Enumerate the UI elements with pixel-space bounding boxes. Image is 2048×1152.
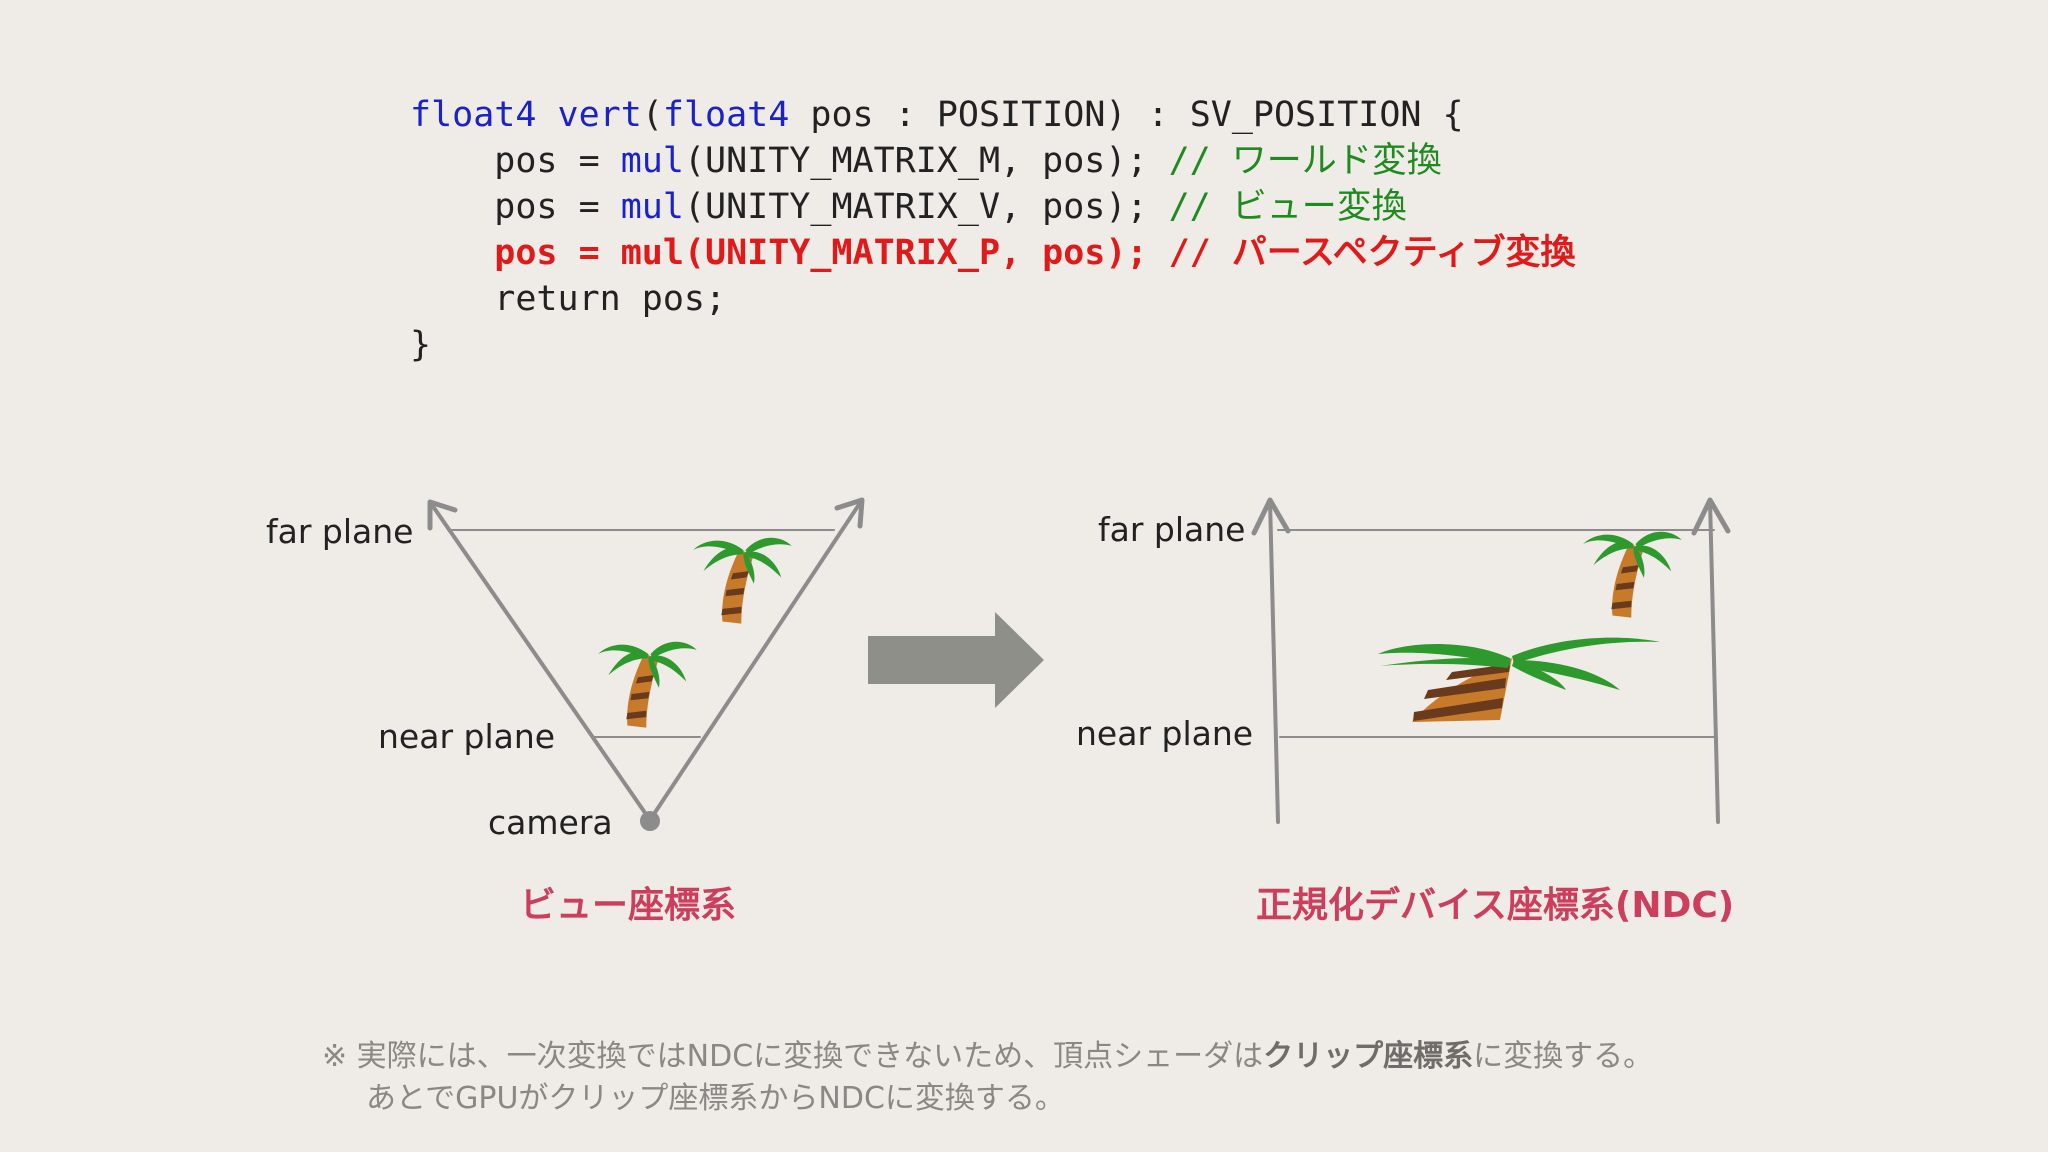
code-text: } (410, 325, 432, 365)
view-near-plane-label: near plane (378, 717, 556, 756)
code-text: pos : POSITION) : SV_POSITION { (789, 95, 1464, 135)
code-keyword: mul (620, 187, 684, 227)
code-text: (UNITY_MATRIX_V, pos); (683, 187, 1169, 227)
ndc-right-edge (1708, 498, 1720, 824)
ndc-right-arrowhead (1691, 497, 1731, 536)
footnote: ※ 実際には、一次変換ではNDCに変換できないため、頂点シェーダはクリップ座標系… (322, 1036, 1653, 1120)
ndc-palm-tree-near-icon (1378, 637, 1660, 722)
palm-tree-far-icon (693, 537, 792, 624)
code-keyword: vert (557, 95, 642, 135)
code-keyword: float4 (662, 95, 790, 135)
footnote-text-end: に変換する。 (1473, 1039, 1654, 1074)
code-keyword: mul (620, 141, 684, 181)
code-keyword: float4 (410, 95, 537, 135)
ndc-near-plane-label: near plane (1076, 714, 1254, 753)
footnote-line-1: ※ 実際には、一次変換ではNDCに変換できないため、頂点シェーダはクリップ座標系… (322, 1036, 1653, 1078)
code-line: float4 vert(float4 pos : POSITION) : SV_… (410, 92, 1576, 138)
code-text: pos = (410, 141, 621, 181)
code-block: float4 vert(float4 pos : POSITION) : SV_… (410, 92, 1576, 368)
view-far-plane-label: far plane (266, 512, 414, 551)
code-comment: // ビュー変換 (1168, 187, 1407, 227)
code-line: pos = mul(UNITY_MATRIX_V, pos); // ビュー変換 (410, 184, 1576, 230)
footnote-text: ※ 実際には、一次変換ではNDCに変換できないため、頂点シェーダは (322, 1039, 1264, 1074)
code-text: pos = mul(UNITY_MATRIX_P, pos); // パースペク… (410, 233, 1576, 273)
frustum-right-arrowhead (834, 497, 865, 529)
footnote-bold-text: クリップ座標系 (1263, 1039, 1474, 1074)
code-text: return pos; (410, 279, 727, 319)
footnote-line-2: あとでGPUがクリップ座標系からNDCに変換する。 (366, 1081, 1065, 1116)
code-line: return pos; (410, 276, 1576, 322)
ndc-left-arrowhead (1251, 497, 1291, 536)
ndc-palm-tree-far-icon (1583, 531, 1682, 618)
palm-tree-near-icon (598, 641, 697, 728)
code-comment: // ワールド変換 (1168, 141, 1442, 181)
camera-dot (640, 811, 660, 831)
view-frustum (427, 497, 865, 831)
ndc-far-plane-label: far plane (1098, 510, 1246, 549)
code-line-highlighted: pos = mul(UNITY_MATRIX_P, pos); // パースペク… (410, 230, 1576, 276)
code-text: (UNITY_MATRIX_M, pos); (683, 141, 1169, 181)
code-line: } (410, 322, 1576, 368)
view-coordinate-caption: ビュー座標系 (520, 885, 737, 926)
code-text: ( (641, 95, 663, 135)
code-text: pos = (410, 187, 621, 227)
ndc-box (1251, 497, 1731, 824)
transform-arrow-icon (868, 612, 1044, 708)
frustum-right-edge (648, 498, 864, 822)
code-line: pos = mul(UNITY_MATRIX_M, pos); // ワールド変… (410, 138, 1576, 184)
ndc-left-edge (1268, 498, 1280, 824)
frustum-left-arrowhead (427, 499, 458, 531)
frustum-left-edge (428, 500, 652, 822)
camera-label: camera (488, 803, 613, 842)
ndc-coordinate-caption: 正規化デバイス座標系(NDC) (1256, 885, 1735, 926)
